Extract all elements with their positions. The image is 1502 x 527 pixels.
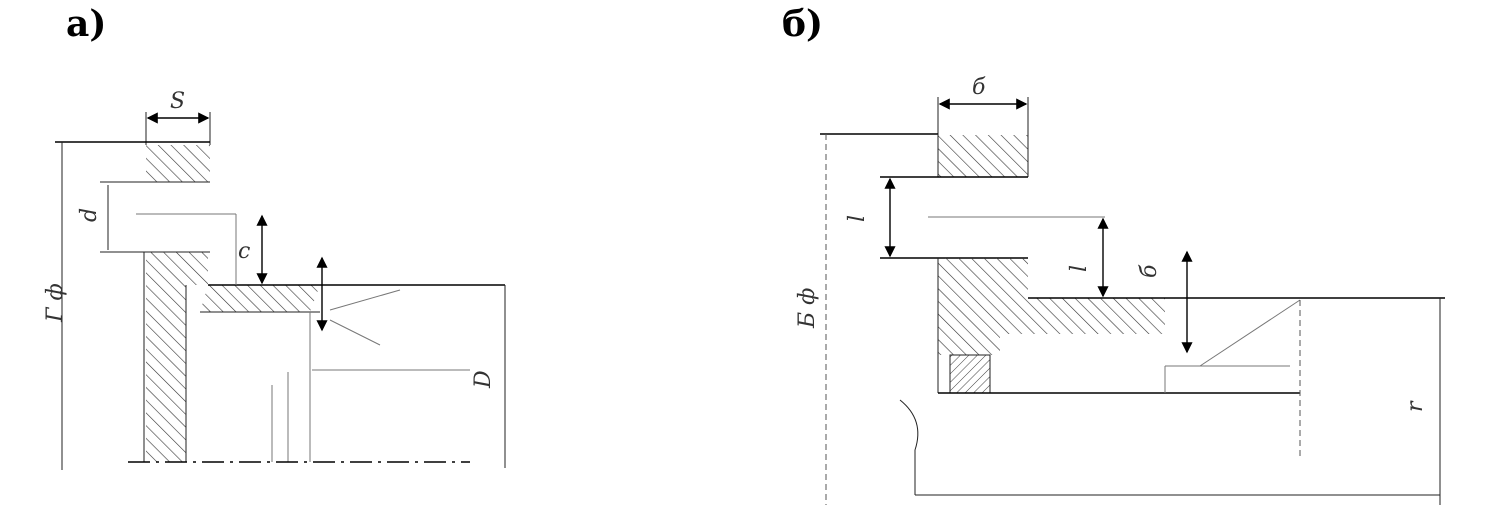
dim-label-overall: Б ф bbox=[795, 288, 820, 329]
hatched-column bbox=[146, 252, 208, 462]
inner-outline bbox=[329, 319, 381, 346]
panel-b-label: б) bbox=[782, 3, 823, 45]
dim-label-overall: Г ф bbox=[43, 283, 68, 323]
hatched-block-top bbox=[938, 135, 1028, 177]
dim-label-inner: l bbox=[1067, 265, 1092, 272]
hatched-insert bbox=[950, 355, 990, 393]
panel-a: а) S d c bbox=[43, 3, 506, 470]
panel-b: б) б l l б bbox=[782, 3, 1445, 505]
dim-label-s: S bbox=[170, 89, 185, 114]
inner-outline bbox=[1199, 299, 1301, 367]
panel-a-label: а) bbox=[66, 3, 106, 45]
dim-label-small: б bbox=[1137, 264, 1162, 278]
dim-label-D: D bbox=[471, 370, 496, 389]
cutaway-curve bbox=[899, 399, 919, 495]
dim-label-top: б bbox=[972, 75, 986, 100]
hatched-body bbox=[938, 258, 1165, 355]
hatched-flange-horizontal bbox=[200, 285, 320, 312]
inner-outline bbox=[329, 289, 401, 311]
dim-label-d: d bbox=[77, 208, 102, 222]
hatched-flange-top bbox=[146, 145, 210, 182]
dim-label-c: c bbox=[238, 239, 250, 264]
dim-label-right: r bbox=[1403, 400, 1428, 412]
dim-label-l: l bbox=[845, 215, 870, 222]
